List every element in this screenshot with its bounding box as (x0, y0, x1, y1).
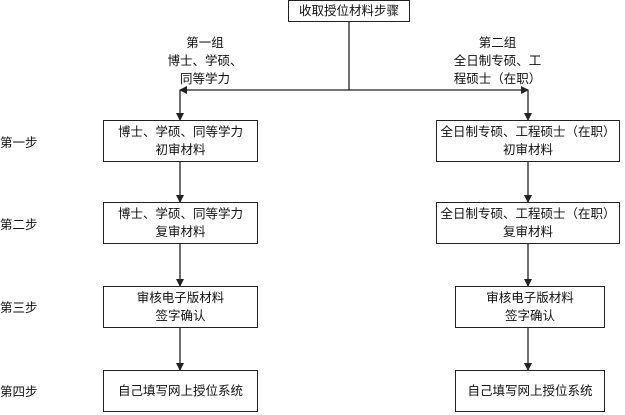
step-label-1: 第一步 (0, 135, 38, 150)
step-label-3: 第三步 (0, 300, 38, 315)
right-box-1-line-2: 初审材料 (502, 142, 553, 157)
right-box-step-2: 全日制专硕、工程硕士（在职） 复审材料 (436, 202, 620, 244)
right-box-step-1: 全日制专硕、工程硕士（在职） 初审材料 (436, 120, 620, 162)
group-right-line-3: 程硕士（在职） (453, 71, 542, 86)
left-box-2-line-1: 博士、学硕、同等学力 (117, 206, 243, 221)
left-box-step-4: 自己填写网上授位系统 (103, 370, 258, 412)
right-box-2-line-1: 全日制专硕、工程硕士（在职） (440, 206, 616, 221)
right-box-4-line-1: 自己填写网上授位系统 (467, 383, 593, 398)
group-right-label: 第二组 全日制专硕、工 程硕士（在职） (440, 34, 555, 88)
left-box-step-1: 博士、学硕、同等学力 初审材料 (103, 120, 258, 162)
right-box-1-line-1: 全日制专硕、工程硕士（在职） (440, 124, 616, 139)
step-label-4: 第四步 (0, 384, 38, 399)
left-box-1-line-2: 初审材料 (155, 142, 206, 157)
group-left-label: 第一组 博士、学硕、 同等学力 (160, 34, 250, 88)
group-right-line-1: 第二组 (478, 35, 517, 50)
left-box-4-line-1: 自己填写网上授位系统 (117, 383, 243, 398)
left-box-2-line-2: 复审材料 (155, 224, 206, 239)
group-left-line-2: 博士、学硕、 (167, 53, 243, 68)
right-box-3-line-1: 审核电子版材料 (486, 290, 574, 305)
group-left-line-3: 同等学力 (179, 71, 230, 86)
right-box-2-line-2: 复审材料 (502, 224, 553, 239)
right-box-step-3: 审核电子版材料 签字确认 (455, 286, 605, 328)
group-right-line-2: 全日制专硕、工 (453, 53, 542, 68)
step-label-2: 第二步 (0, 217, 38, 232)
left-box-3-line-2: 签字确认 (155, 308, 206, 323)
left-box-3-line-1: 审核电子版材料 (136, 290, 225, 305)
left-box-1-line-1: 博士、学硕、同等学力 (117, 124, 243, 139)
right-box-step-4: 自己填写网上授位系统 (455, 370, 605, 412)
left-box-step-2: 博士、学硕、同等学力 复审材料 (103, 202, 258, 244)
title-text: 收取授位材料步骤 (298, 3, 399, 18)
group-left-line-1: 第一组 (186, 35, 224, 50)
right-box-3-line-2: 签字确认 (504, 308, 555, 323)
title-box: 收取授位材料步骤 (288, 0, 410, 22)
left-box-step-3: 审核电子版材料 签字确认 (103, 286, 258, 328)
